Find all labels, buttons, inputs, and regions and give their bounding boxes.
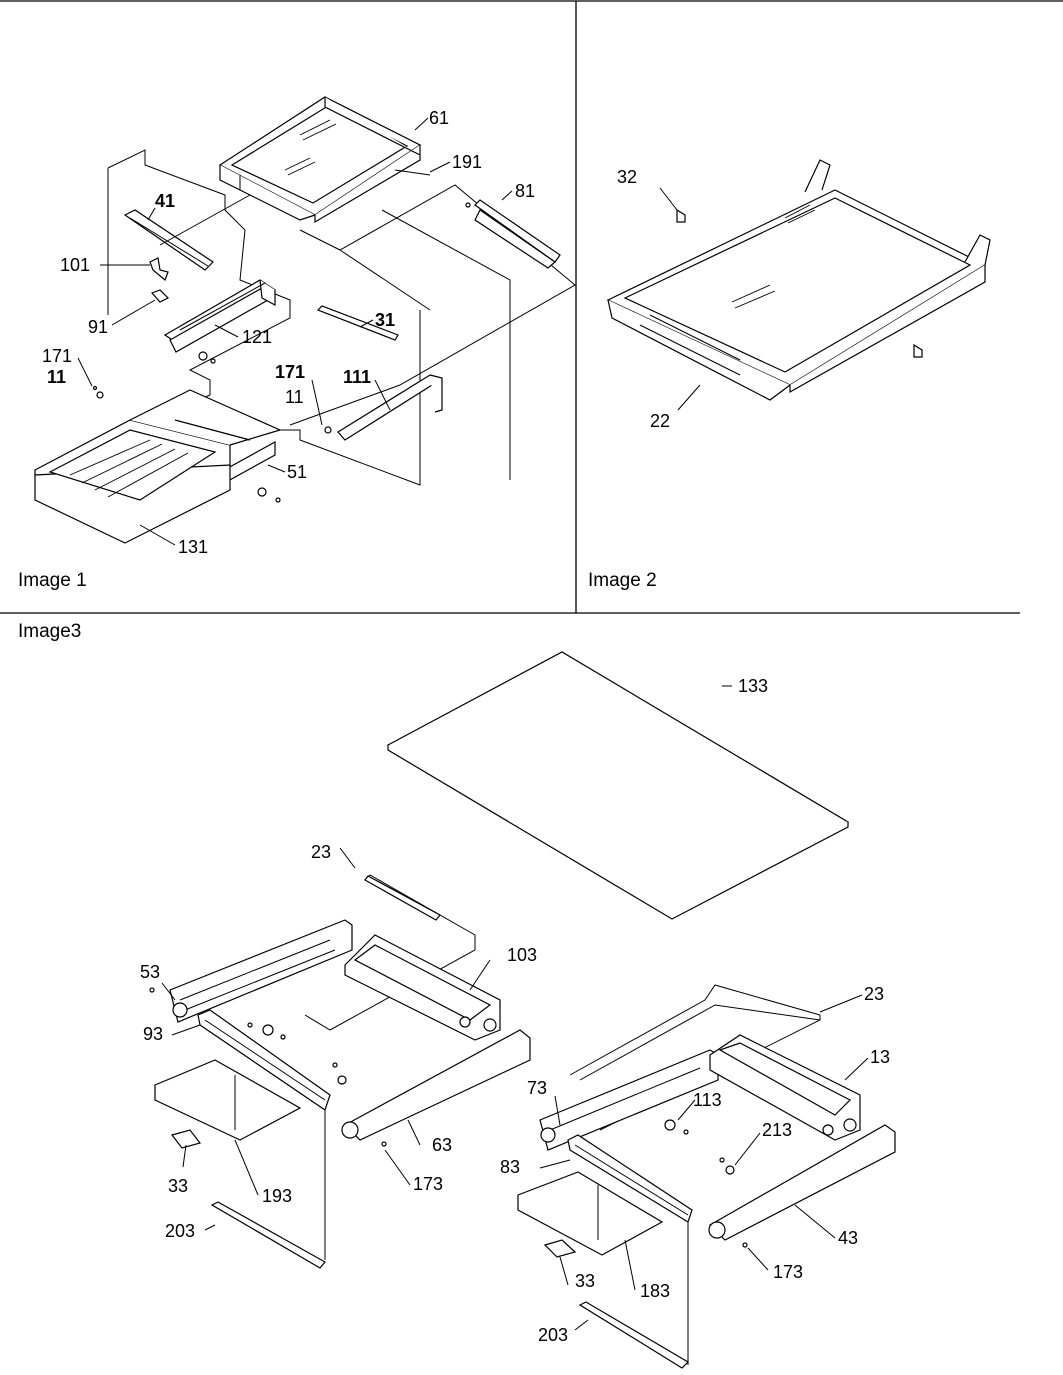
callout-43: 43 (838, 1228, 858, 1248)
callout-113: 113 (693, 1090, 722, 1110)
callout-203-left: 203 (165, 1221, 195, 1241)
callout-61: 61 (429, 108, 449, 128)
callout-103: 103 (507, 945, 537, 965)
callout-11-right: 11 (285, 387, 304, 407)
right-shelf-assembly (517, 984, 896, 1369)
part-11-screw (96, 391, 104, 399)
image-1-caption: Image 1 (18, 570, 87, 591)
callout-213: 213 (762, 1120, 792, 1140)
callout-63: 63 (432, 1135, 452, 1155)
part-91-clip (150, 289, 170, 303)
callout-133: 133 (738, 676, 768, 696)
callout-111: 111 (343, 367, 371, 387)
callout-183: 183 (640, 1281, 670, 1301)
part-133-glass (386, 651, 850, 920)
callout-93: 93 (143, 1024, 163, 1044)
callout-51: 51 (287, 462, 307, 482)
image-1-leaders (77, 117, 513, 546)
callout-171-right: 171 (275, 362, 305, 382)
part-81 (465, 199, 561, 269)
callout-191: 191 (452, 152, 482, 172)
callout-41: 41 (155, 191, 175, 211)
callout-173-left: 173 (413, 1174, 443, 1194)
callout-173-right: 173 (773, 1262, 803, 1282)
callout-101: 101 (60, 255, 90, 275)
panel-frame (0, 0, 1063, 614)
image-3-caption: Image3 (18, 621, 81, 642)
part-61-glass-shelf (218, 96, 431, 224)
callout-33-right: 33 (575, 1271, 595, 1291)
callout-31: 31 (375, 310, 395, 330)
image-2-caption: Image 2 (588, 570, 657, 591)
callout-33-left: 33 (168, 1176, 188, 1196)
part-131-drawer (34, 389, 282, 544)
callout-13: 13 (870, 1047, 890, 1067)
part-171-screw (92, 385, 98, 391)
callout-91: 91 (88, 317, 108, 337)
part-32-screw-right (913, 343, 923, 358)
image-3-assembly: Image3 133 (18, 621, 896, 1369)
callout-73: 73 (527, 1078, 547, 1098)
callout-83: 83 (500, 1157, 520, 1177)
image-2-assembly: 32 22 Image 2 (588, 159, 991, 591)
callout-203-right: 203 (538, 1325, 568, 1345)
callout-23-left: 23 (311, 842, 331, 862)
callout-121: 121 (242, 327, 272, 347)
image-1-assembly: 61 191 81 41 101 91 121 31 171 11 171 11… (18, 96, 576, 591)
part-101-bracket (149, 257, 169, 282)
image-3-right-leaders (539, 994, 869, 1331)
part-22-glass-shelf (606, 159, 991, 401)
callout-131: 131 (178, 537, 208, 557)
part-32-screw (676, 208, 686, 223)
callout-81: 81 (515, 181, 535, 201)
callout-53: 53 (140, 962, 160, 982)
callout-193: 193 (262, 1186, 292, 1206)
callout-171-left: 171 (42, 346, 72, 366)
part-121-slide (163, 279, 277, 364)
callout-23-right: 23 (864, 984, 884, 1004)
part-41-rail (123, 194, 251, 271)
part-31 (316, 305, 399, 341)
image-3-left-leaders (161, 847, 491, 1231)
callout-11-left: 11 (47, 367, 66, 387)
callout-22: 22 (650, 411, 670, 431)
callout-32: 32 (617, 167, 637, 187)
left-shelf-assembly (149, 874, 531, 1269)
